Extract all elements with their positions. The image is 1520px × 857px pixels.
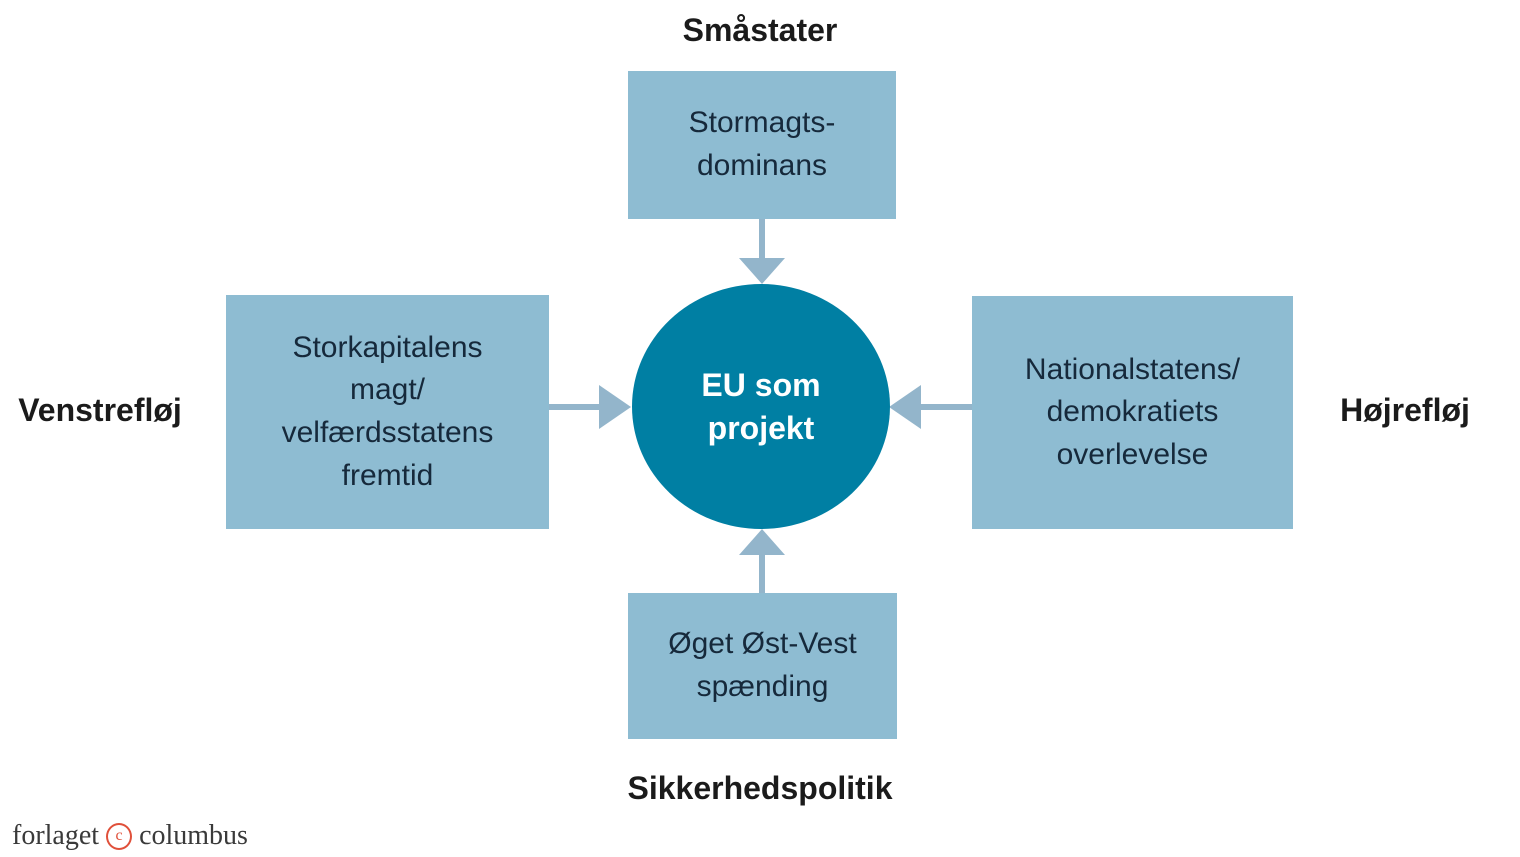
publisher-logo-suffix: columbus — [139, 820, 248, 851]
publisher-logo: forlaget c columbus — [12, 820, 248, 852]
box-oget-ost-vest-spanding: Øget Øst-Vest spænding — [628, 593, 897, 739]
arrow-down-icon — [739, 258, 785, 284]
axis-label-smastater: Småstater — [682, 12, 838, 48]
center-circle-eu-som-projekt: EU som projekt — [632, 284, 890, 529]
box-nationalstatens-overlevelse: Nationalstatens/ demokratiets overlevels… — [972, 296, 1293, 529]
box-stormagtsdominans: Stormagts- dominans — [628, 71, 896, 219]
copyright-icon: c — [106, 822, 133, 850]
arrow-up-icon — [739, 529, 785, 555]
arrow-left-shaft — [920, 404, 972, 410]
arrow-down-shaft — [759, 219, 765, 259]
arrow-right-icon — [599, 385, 631, 429]
arrow-left-icon — [889, 385, 921, 429]
axis-label-sikkerhedspolitik: Sikkerhedspolitik — [627, 770, 893, 806]
axis-label-venstrefloj: Venstrefløj — [18, 392, 182, 428]
arrow-right-shaft — [549, 404, 600, 410]
axis-label-hojrefloj: Højrefløj — [1340, 392, 1470, 428]
arrow-up-shaft — [759, 554, 765, 593]
publisher-logo-prefix: forlaget — [12, 820, 100, 851]
box-storkapitalens-magt: Storkapitalens magt/ velfærdsstatens fre… — [226, 295, 549, 529]
